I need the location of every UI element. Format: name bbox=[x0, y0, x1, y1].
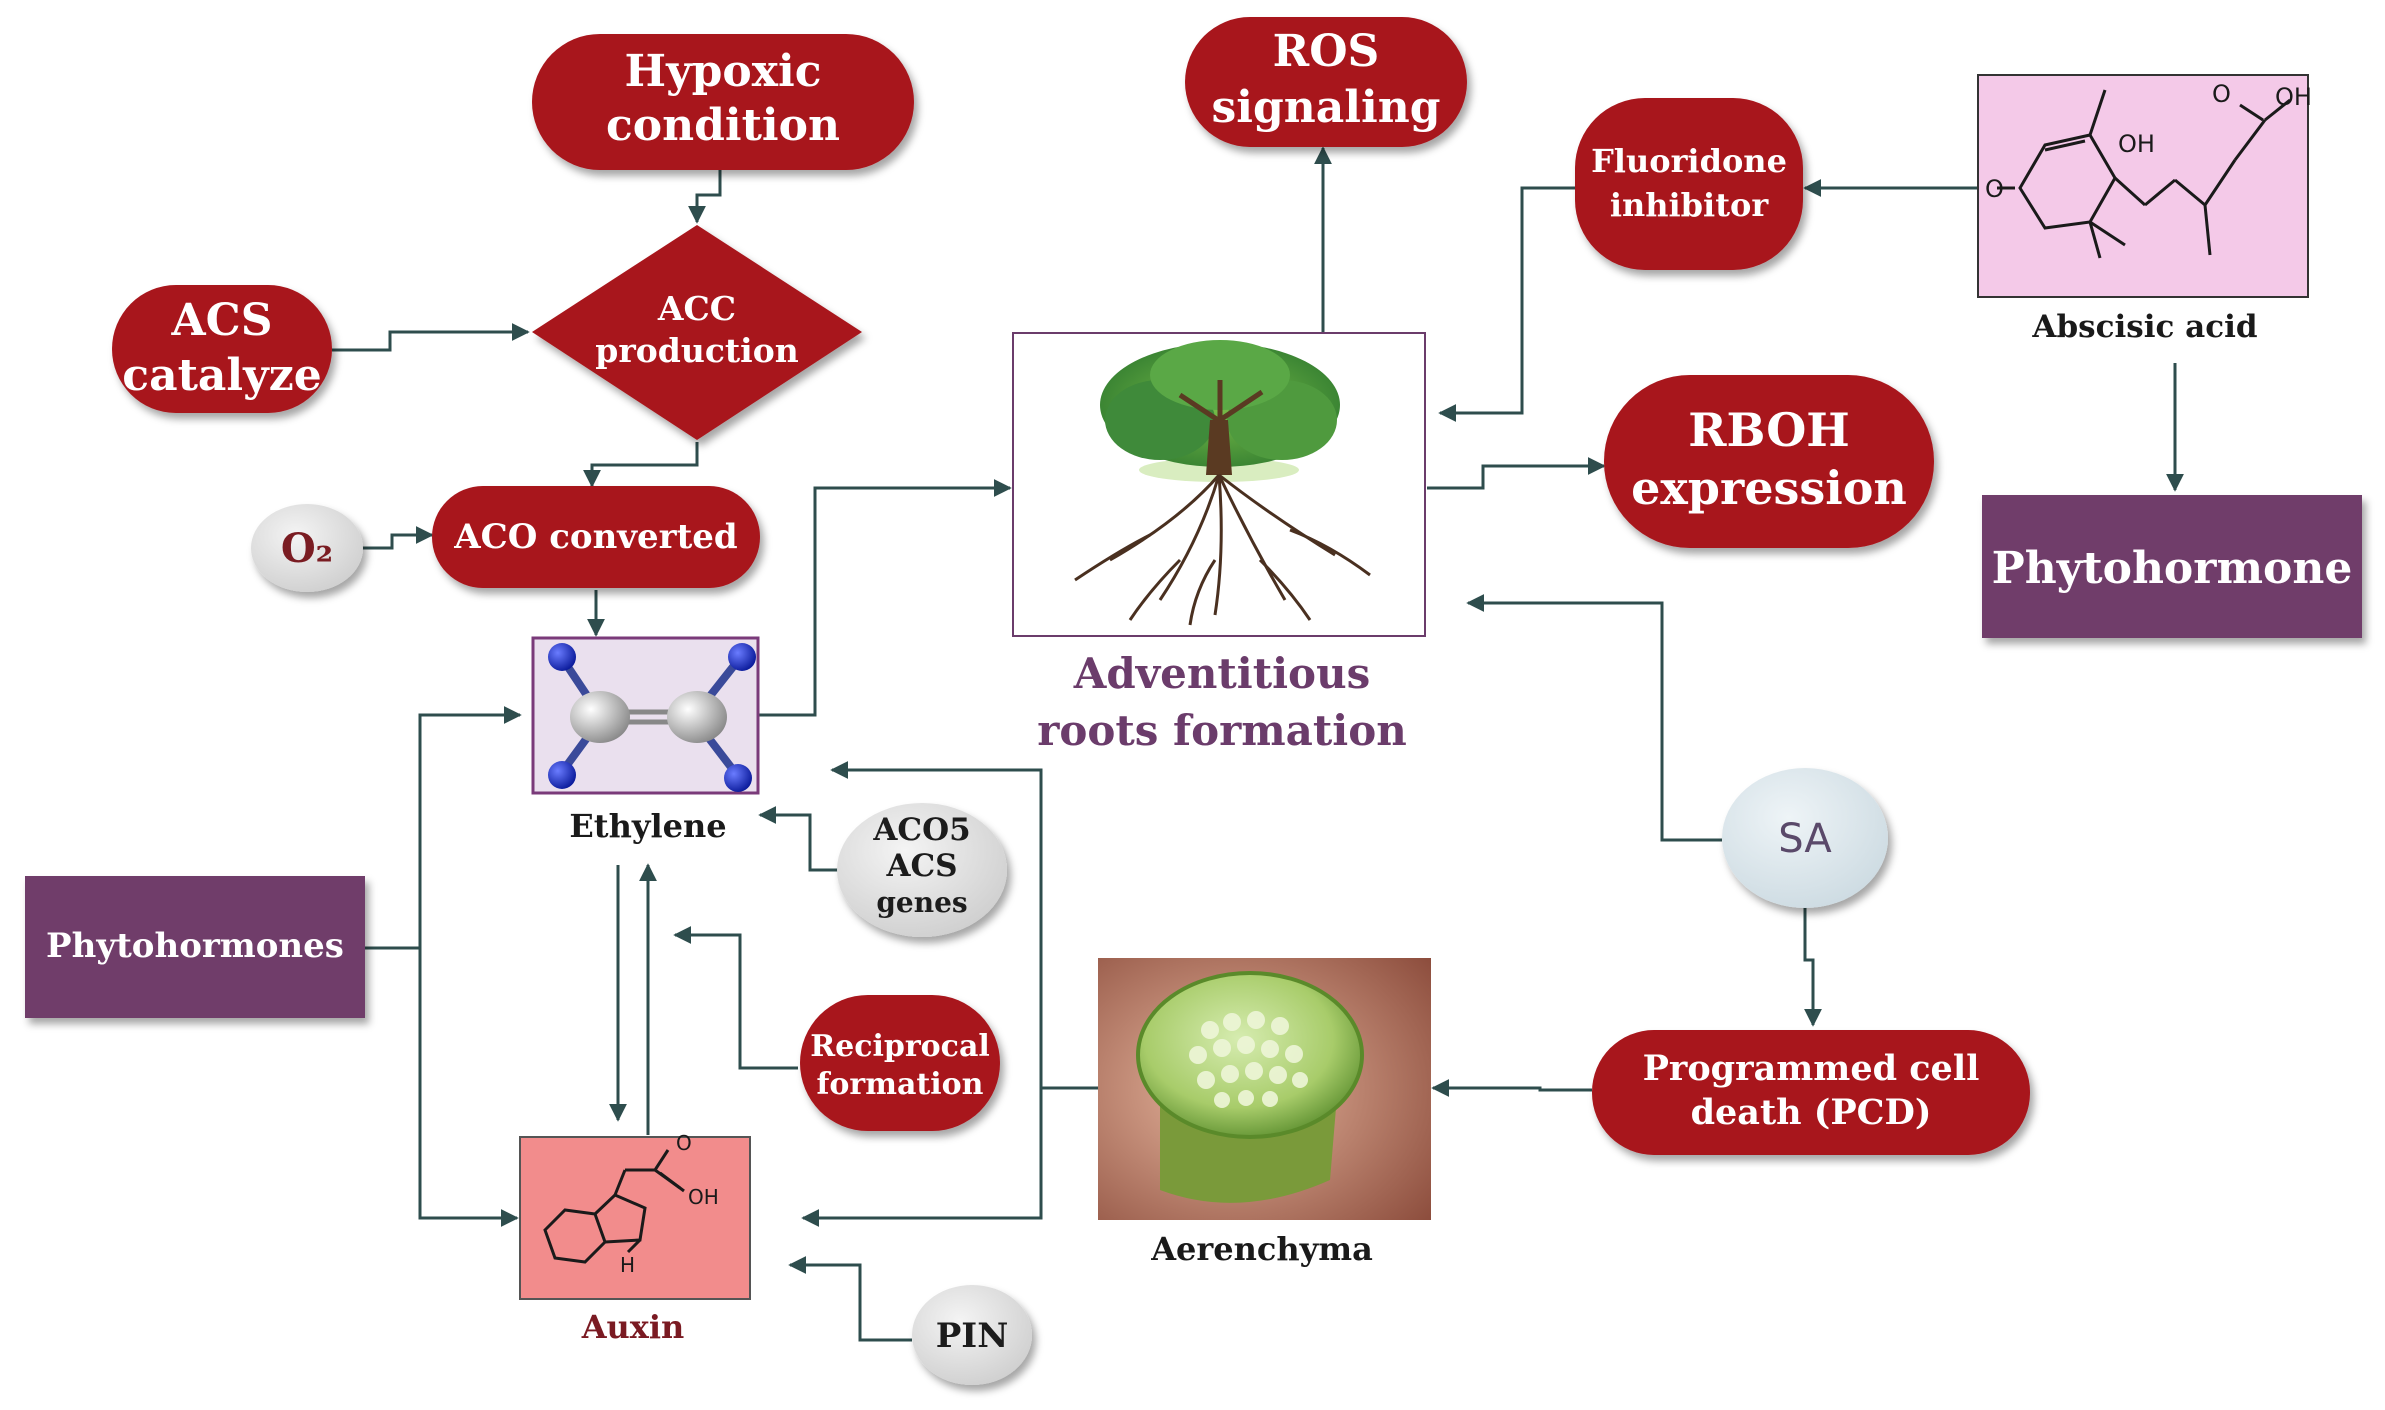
reciprocal-node: Reciprocal formation bbox=[800, 995, 1000, 1131]
reciprocal-line1: Reciprocal bbox=[810, 1029, 990, 1064]
edge-fluoridone-adventitious bbox=[1438, 186, 1575, 422]
carbon-atom bbox=[667, 691, 727, 743]
acc-line2: production bbox=[595, 331, 798, 370]
aerenchyma-image bbox=[1098, 958, 1431, 1220]
hydrogen-atom bbox=[548, 643, 576, 671]
fluoridone-line2: inhibitor bbox=[1610, 186, 1770, 224]
edge-pin-auxin bbox=[788, 1256, 912, 1342]
phytohormone-label: Phytohormone bbox=[1992, 543, 2353, 594]
ethylene-label: Ethylene bbox=[569, 807, 726, 845]
aco5-line2: ACS bbox=[885, 848, 957, 884]
abscisic-acid-molecule: OH OH O O bbox=[1977, 74, 2312, 298]
o2-circle: O₂ bbox=[251, 504, 363, 592]
fluoridone-line1: Fluoridone bbox=[1591, 142, 1787, 180]
edge-acs-acc bbox=[332, 323, 530, 352]
hydrogen-atom bbox=[728, 643, 756, 671]
aco5-circle: ACO5 ACS genes bbox=[837, 803, 1007, 937]
rboh-node: RBOH expression bbox=[1604, 375, 1934, 548]
auxin-label: Auxin bbox=[581, 1308, 685, 1346]
edge-aerenchyma-auxin bbox=[801, 1088, 1043, 1227]
edge-pcd-aerenchyma bbox=[1431, 1079, 1592, 1097]
hypoxic-line2: condition bbox=[606, 100, 840, 151]
acs-node: ACS catalyze bbox=[112, 285, 332, 413]
ros-node: ROS signaling bbox=[1185, 17, 1467, 147]
tree-illustration bbox=[1012, 332, 1426, 637]
edge-o2-aco bbox=[362, 526, 434, 550]
edge-sa-pcd bbox=[1803, 906, 1822, 1027]
aba-oh-2: OH bbox=[2275, 83, 2312, 111]
pin-label: PIN bbox=[936, 1316, 1009, 1356]
phytohormones-label: Phytohormones bbox=[46, 926, 344, 966]
aba-oh-1: OH bbox=[2118, 130, 2155, 158]
ros-line1: ROS bbox=[1273, 26, 1380, 77]
carbon-atom bbox=[570, 691, 630, 743]
fluoridone-node: Fluoridone inhibitor bbox=[1575, 98, 1803, 270]
pin-circle: PIN bbox=[912, 1285, 1032, 1385]
pcd-line2: death (PCD) bbox=[1691, 1092, 1932, 1133]
aco5-line3: genes bbox=[876, 886, 967, 919]
sa-circle: SA bbox=[1722, 768, 1888, 908]
edge-aco5-ethylene bbox=[758, 806, 838, 872]
edge-reciprocal-ethylene bbox=[673, 926, 798, 1070]
rboh-line1: RBOH bbox=[1688, 403, 1850, 457]
edges bbox=[332, 146, 2184, 1342]
aba-o-1: O bbox=[2212, 80, 2231, 108]
edge-phytohormones-ethylene bbox=[365, 706, 522, 950]
phytohormone-box: Phytohormone bbox=[1982, 495, 2362, 638]
edge-ethylene-adventitious bbox=[758, 479, 1012, 717]
ethylene-molecule bbox=[531, 636, 760, 795]
aco5-line1: ACO5 bbox=[872, 812, 970, 848]
ros-line2: signaling bbox=[1212, 82, 1441, 133]
aco-node: ACO converted bbox=[432, 486, 760, 588]
acc-diamond: ACC production bbox=[532, 225, 862, 440]
adventitious-label-2: roots formation bbox=[1037, 706, 1407, 755]
edge-hypoxic-acc bbox=[688, 170, 722, 224]
acc-line1: ACC bbox=[657, 289, 736, 328]
edge-acc-aco bbox=[583, 442, 699, 488]
reciprocal-line2: formation bbox=[817, 1067, 984, 1102]
auxin-o: O bbox=[676, 1131, 692, 1155]
adventitious-label-1: Adventitious bbox=[1073, 649, 1371, 698]
hydrogen-atom bbox=[724, 764, 752, 792]
edge-phytohormones-auxin bbox=[418, 948, 519, 1227]
aco-label: ACO converted bbox=[453, 517, 737, 557]
o2-label: O₂ bbox=[281, 525, 333, 572]
hydrogen-atom bbox=[548, 761, 576, 789]
rboh-line2: expression bbox=[1631, 461, 1907, 515]
edge-sa-adventitious bbox=[1466, 594, 1722, 842]
sa-label: SA bbox=[1778, 816, 1832, 862]
aba-o-2: O bbox=[1985, 175, 2004, 203]
phytohormones-box: Phytohormones bbox=[25, 876, 365, 1018]
auxin-molecule: O OH H bbox=[519, 1131, 751, 1300]
hypoxic-node: Hypoxic condition bbox=[532, 34, 914, 170]
auxin-oh: OH bbox=[688, 1185, 719, 1209]
hypoxic-line1: Hypoxic bbox=[625, 46, 822, 97]
edge-aerenchyma-ethylene bbox=[830, 761, 1098, 1090]
abscisic-acid-label: Abscisic acid bbox=[2031, 309, 2257, 345]
auxin-nh: H bbox=[620, 1253, 635, 1277]
pcd-line1: Programmed cell bbox=[1643, 1048, 1980, 1089]
edge-adventitious-rboh bbox=[1427, 457, 1606, 490]
pcd-node: Programmed cell death (PCD) bbox=[1592, 1030, 2030, 1155]
aerenchyma-label: Aerenchyma bbox=[1150, 1230, 1373, 1268]
acs-line2: catalyze bbox=[122, 350, 321, 401]
acs-line1: ACS bbox=[171, 295, 273, 346]
